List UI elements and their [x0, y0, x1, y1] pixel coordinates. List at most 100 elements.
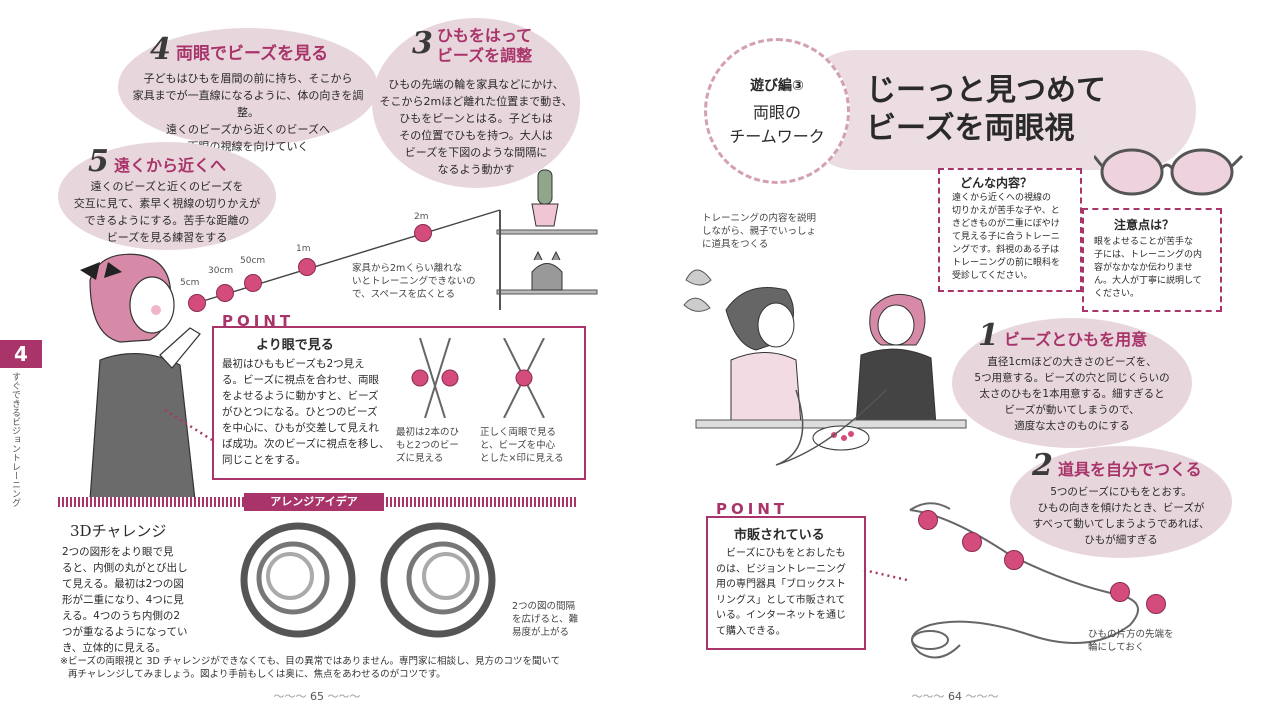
- rings-note: 2つの図の間隔 を広げると、難 易度が上がる: [512, 600, 592, 639]
- step3-number: 3: [412, 26, 433, 61]
- text-line: ビーズにひもをとおしたも: [726, 548, 846, 559]
- caption-a: 最初は2本のひ もと2つのビー ズに見える: [396, 426, 480, 465]
- step2-bubble: [1010, 446, 1232, 558]
- text-line: ひもの片方の先端を: [1088, 629, 1174, 640]
- text-line: ひもが細すぎる: [1084, 534, 1158, 546]
- step1-number: 1: [978, 318, 999, 353]
- text-line: できるようにする。苦手な距離の: [84, 214, 250, 227]
- ring-figure-right: [380, 522, 496, 638]
- text-line: がひとつになる。ひとつのビーズ: [222, 406, 378, 418]
- text-line: その位置でひもを持つ。大人は: [399, 129, 553, 142]
- point-box-body: 最初はひももビーズも2つ見え る。ビーズに視点を合わせ、両眼 をよせるように動か…: [222, 356, 392, 468]
- step3-heading: 3 ひもをはって ビーズを調整: [412, 26, 572, 66]
- text-line: ください。: [1094, 289, 1140, 299]
- text-line: 最初はひももビーズも2つ見え: [222, 358, 365, 370]
- illustration-note: トレーニングの内容を説明 しながら、親子でいっしょ に道具をつくる: [702, 212, 852, 251]
- text-line: すべって動いてしまうようであれば、: [1032, 518, 1210, 530]
- text-line: そこから2mほど離れた位置まで動き、: [379, 95, 573, 108]
- side-tab-text: すぐできるビジョントレーニング: [10, 372, 20, 507]
- string-line: [189, 209, 501, 306]
- bead: [216, 284, 234, 302]
- distance-label: 2m: [414, 212, 429, 222]
- text-line: 遠くのビーズと近くのビーズを: [90, 180, 244, 193]
- text-line: 輪にしておく: [1088, 642, 1145, 653]
- step3-body: ひもの先端の輪を家具などにかけ、 そこから2mほど離れた位置まで動き、 ひもをピ…: [376, 76, 576, 178]
- headline-line-1: じーっと見つめて: [866, 73, 1106, 108]
- point-label: POINT: [222, 312, 295, 330]
- step4-title: 両眼でビーズを見る: [175, 44, 329, 64]
- text-line: 遠くから近くへの視線の: [952, 193, 1052, 203]
- page-number-right: ～～～ 64 ～～～: [911, 690, 999, 703]
- category-badge: 遊び編③ 両眼の チームワーク: [704, 38, 850, 184]
- text-line: ば成功。次のビーズに視点を移し、: [222, 438, 390, 450]
- text-line: 太さのひもを1本用意する。細すぎると: [979, 388, 1165, 400]
- caution-title: 注意点は？: [1114, 218, 1175, 232]
- text-line: きどきものが二重にぼやけ: [952, 219, 1060, 229]
- step2-title: 道具を自分でつくる: [1057, 460, 1202, 479]
- distance-label: 30cm: [208, 266, 234, 276]
- text-line: ん。大人が丁寧に説明して: [1094, 276, 1202, 286]
- text-line: 受診してください。: [952, 271, 1033, 281]
- text-line: ズに見える: [396, 453, 444, 464]
- text-line: トレーニングの内容を説明: [702, 213, 817, 224]
- step5-bubble: [58, 142, 276, 250]
- text-line: 家具までが一直線になるように、体の向きを調整。: [132, 89, 364, 119]
- distance-note: 家具から2mくらい離れな いとトレーニングできないの で、スペースを広くとる: [352, 262, 492, 301]
- text-line: 切りかえが苦手な子や、と: [952, 206, 1060, 216]
- side-tab: 4: [0, 340, 42, 368]
- text-line: き、立体的に見える。: [62, 642, 166, 654]
- caution-body: 眼をよせることが苦手な 子には、トレーニングの内 容がなかなか伝わりませ ん。大…: [1094, 236, 1218, 301]
- challenge-title: 3Dチャレンジ: [70, 522, 167, 540]
- text-line: ひもの向きを傾けたとき、ビーズが: [1037, 502, 1205, 514]
- point-label-right: POINT: [716, 500, 789, 518]
- what-box: どんな内容？ 遠くから近くへの視線の 切りかえが苦手な子や、と きどきものが二重…: [938, 168, 1082, 292]
- step5-title: 遠くから近くへ: [113, 156, 226, 175]
- point-box-title: より眼で見る: [256, 338, 334, 353]
- text-line: もと2つのビー: [396, 440, 459, 451]
- caption-b: 正しく両眼で見る と、ビーズを中心 とした×印に見える: [480, 426, 580, 465]
- text-line: 家具から2mくらい離れな: [352, 263, 463, 274]
- step5-body: 遠くのビーズと近くのビーズを 交互に見て、素早く視線の切りかえが できるようにす…: [62, 178, 272, 246]
- step3-bubble: [372, 18, 580, 188]
- bead: [962, 532, 982, 552]
- step2-number: 2: [1032, 448, 1053, 483]
- page-number-left: ～～～ 65 ～～～: [273, 690, 361, 703]
- bead: [298, 258, 316, 276]
- text-line: 用の専門器具「ブロックスト: [716, 579, 846, 590]
- text-line: る。ビーズに視点を合わせ、両眼: [222, 374, 379, 386]
- caution-box: 注意点は？ 眼をよせることが苦手な 子には、トレーニングの内 容がなかなか伝わり…: [1082, 208, 1222, 312]
- what-body: 遠くから近くへの視線の 切りかえが苦手な子や、と きどきものが二重にぼやけ て見…: [952, 192, 1078, 283]
- step2-heading: 2 道具を自分でつくる: [1032, 448, 1232, 483]
- badge-line-3: チームワーク: [729, 127, 825, 146]
- dotted-connector: [164, 408, 213, 442]
- dotted-connector-right: [863, 568, 908, 582]
- text-line: 容がなかなか伝わりませ: [1094, 263, 1193, 273]
- text-line: える。4つのうち内側の2: [62, 610, 181, 622]
- text-line: て見える。最初は2つの図: [62, 578, 184, 590]
- text-line: を広げると、難: [512, 614, 579, 625]
- text-line: に道具をつくる: [702, 239, 769, 250]
- step1-body: 直径1cmほどの大きさのビーズを、 5つ用意する。ビーズの穴と同じくらいの 太さ…: [950, 354, 1194, 434]
- point-box: より眼で見る 最初はひももビーズも2つ見え る。ビーズに視点を合わせ、両眼 をよ…: [212, 326, 586, 480]
- point-box-right: 市販されている ビーズにひもをとおしたも のは、ビジョントレーニング 用の専門器…: [706, 516, 866, 650]
- bead: [1004, 550, 1024, 570]
- loop-note: ひもの片方の先端を 輪にしておく: [1088, 628, 1228, 654]
- text-line: ビーズを下図のような間隔に: [404, 146, 548, 159]
- arrange-label: アレンジアイデア: [270, 495, 358, 508]
- girl-illustration: [80, 253, 201, 500]
- text-line: つが重なるようになってい: [62, 626, 188, 638]
- step1-heading: 1 ビーズとひもを用意: [978, 318, 1188, 353]
- text-line: リングス」として市販されて: [716, 594, 846, 606]
- text-line: ると、内側の丸がとび出し: [62, 562, 188, 574]
- text-line: と、ビーズを中心: [480, 440, 556, 451]
- arrange-banner: アレンジアイデア: [244, 493, 384, 511]
- text-line: 形が二重になり、4つに見: [62, 594, 184, 606]
- challenge-body: 2つの図形をより眼で見 ると、内側の丸がとび出し て見える。最初は2つの図 形が…: [62, 544, 232, 656]
- text-line: 2つの図の間隔: [512, 601, 576, 612]
- text-line: 最初は2本のひ: [396, 427, 460, 438]
- step4-heading: 4 両眼でビーズを見る: [150, 32, 380, 67]
- step4-body: 子どもはひもを眉間の前に持ち、そこから 家具までが一直線になるように、体の向きを…: [122, 70, 374, 155]
- text-line: ※ビーズの両眼視と 3D チャレンジができなくても、目の異常ではありません。専門…: [60, 656, 561, 667]
- text-line: 易度が上がる: [512, 627, 570, 638]
- step5-number: 5: [88, 144, 109, 179]
